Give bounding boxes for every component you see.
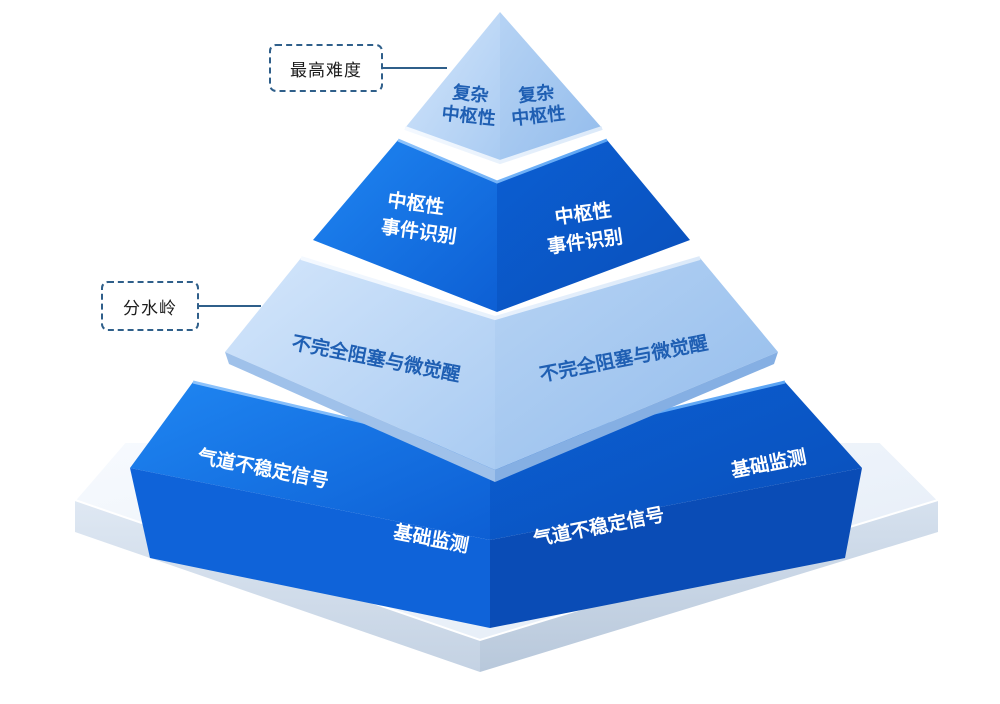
tier-apex-rim xyxy=(404,126,603,165)
callout-top-difficulty: 最高难度 xyxy=(269,44,383,92)
tier-second xyxy=(313,138,690,312)
tier-base-top-left xyxy=(130,382,490,540)
tier-apex-face-right xyxy=(500,12,602,162)
tier-apex xyxy=(404,12,603,165)
tier-third-edge-right xyxy=(495,352,778,482)
tier-second-face-left xyxy=(313,140,497,312)
callout-watershed: 分水岭 xyxy=(101,281,199,331)
tier-base xyxy=(130,380,862,628)
tier-second-face-right xyxy=(497,140,690,312)
tier-base-front-left xyxy=(130,468,490,628)
tier-third-rim xyxy=(300,256,701,321)
tier-third-edge-left xyxy=(225,352,495,482)
apex-left-label-1: 复杂 xyxy=(451,81,490,107)
tier-apex-face-left xyxy=(405,12,500,162)
callout-top-connector xyxy=(383,67,447,69)
tier-third-face-left xyxy=(225,258,495,470)
callout-watershed-connector xyxy=(199,305,261,307)
tier-second-rim xyxy=(397,138,608,184)
tier-third-face-right xyxy=(495,258,778,470)
apex-right-label-1: 复杂 xyxy=(516,81,555,107)
tier-base-top-right xyxy=(490,382,862,540)
tier-third xyxy=(225,256,778,482)
tier-base-front-right xyxy=(490,468,862,628)
